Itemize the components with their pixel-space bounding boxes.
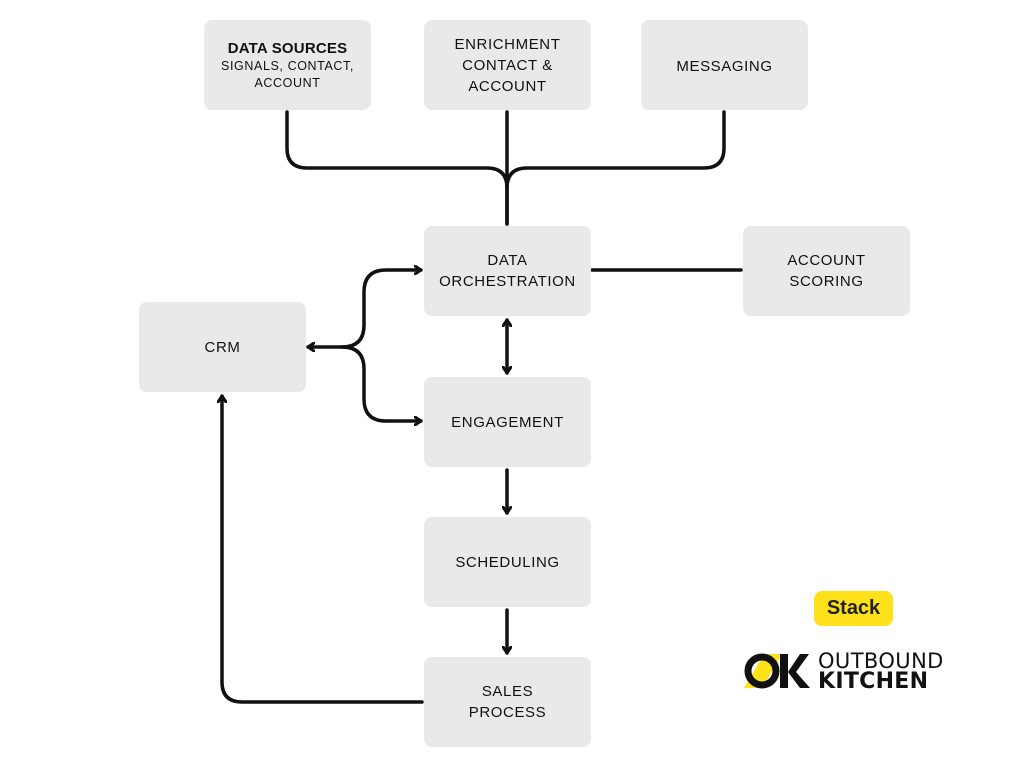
messaging-label: MESSAGING [676, 58, 773, 75]
enrichment-label: ENRICHMENT CONTACT & ACCOUNT [454, 35, 561, 95]
logo-text-outbound: OUTBOUND [818, 649, 944, 673]
engagement-node: ENGAGEMENT [424, 377, 591, 467]
data-sources-title: DATA SOURCES [227, 39, 348, 57]
account-scoring-node: ACCOUNT SCORING [743, 226, 910, 316]
ok-logo-mark [744, 653, 810, 689]
engagement-label: ENGAGEMENT [451, 413, 564, 431]
data-orchestration-node: DATA ORCHESTRATION [424, 226, 591, 316]
connector-data-sources-to-orchestration [285, 110, 509, 226]
data-orchestration-label: DATA ORCHESTRATION [439, 252, 576, 290]
scheduling-node: SCHEDULING [424, 517, 591, 607]
crm-node: CRM [139, 302, 306, 392]
messaging-node: MESSAGING [641, 20, 808, 110]
arrow-branch-to-orchestration [340, 270, 423, 349]
stack-badge: Stack [814, 591, 893, 626]
enrichment-node: ENRICHMENT CONTACT & ACCOUNT [424, 20, 591, 110]
sales-process-label: SALES PROCESS [468, 683, 547, 721]
account-scoring-label: ACCOUNT SCORING [787, 252, 866, 290]
crm-label: CRM [204, 338, 241, 356]
data-sources-node: DATA SOURCES SIGNALS, CONTACT, ACCOUNT [204, 20, 371, 110]
logo-text-kitchen: KITCHEN [818, 669, 929, 694]
connector-messaging-to-orchestration [505, 110, 726, 190]
scheduling-label: SCHEDULING [455, 553, 560, 571]
sales-process-node: SALES PROCESS [424, 657, 591, 747]
arrow-sales-to-crm [222, 394, 424, 704]
outbound-kitchen-logo: OUTBOUND KITCHEN [744, 650, 954, 694]
data-sources-subtitle: SIGNALS, CONTACT, ACCOUNT [221, 58, 354, 90]
arrow-branch-to-engagement [340, 345, 423, 421]
